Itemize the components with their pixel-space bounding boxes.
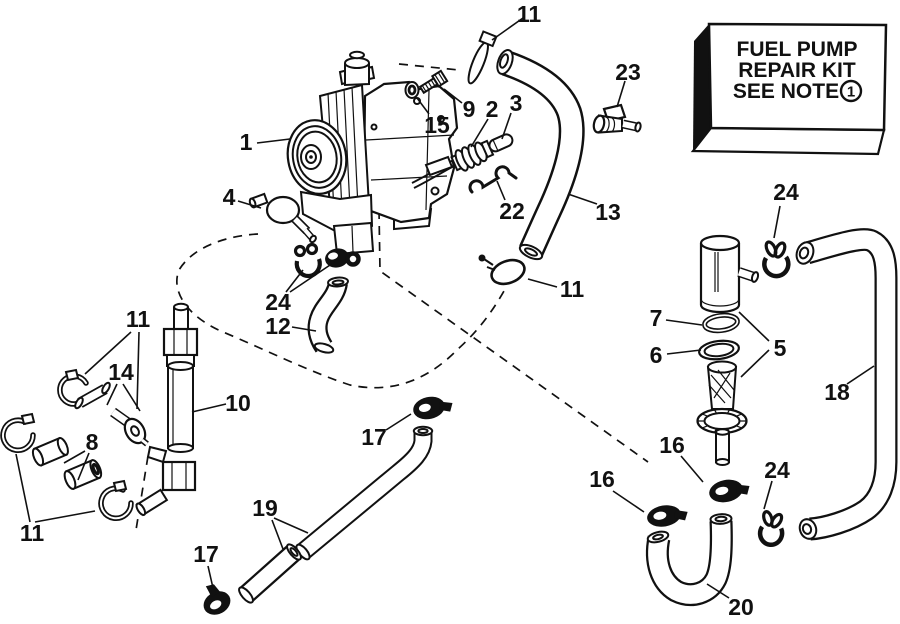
wire-clamp-11-mid <box>478 254 526 286</box>
spring-clamp-24-bottom <box>757 510 785 547</box>
pin-14-a <box>74 381 111 410</box>
part-callouts: 11 23 9 15 2 3 1 22 13 4 24 12 11 11 14 … <box>20 1 850 620</box>
part-label-24-bottom: 24 <box>764 457 790 483</box>
part-label-8: 8 <box>86 429 99 455</box>
spring-clamp-24-a <box>293 242 322 279</box>
screw-9 <box>418 69 449 95</box>
bushing-8-a <box>31 436 69 467</box>
hose-clamp-16-left <box>647 505 688 527</box>
part-label-24-left: 24 <box>265 289 291 315</box>
part-label-7: 7 <box>650 305 663 331</box>
note-box-line3: SEE NOTE <box>733 80 839 103</box>
spring-clamp-24-top-right <box>762 240 791 279</box>
hose-20 <box>645 513 733 606</box>
part-label-15: 15 <box>424 112 450 138</box>
part-label-24-top-right: 24 <box>773 179 799 205</box>
washer-15 <box>404 81 420 99</box>
part-label-14: 14 <box>108 359 134 385</box>
part-label-10: 10 <box>225 390 251 416</box>
retainer-ring-11-b <box>0 412 36 453</box>
part-label-11-bottom-left: 11 <box>20 520 45 546</box>
spring-clamp-24-b <box>325 248 361 268</box>
fuel-sensor-2-3 <box>450 133 514 172</box>
hose-12 <box>307 276 349 354</box>
part-label-17-bottom-left: 17 <box>193 541 219 567</box>
part-label-1: 1 <box>240 129 253 155</box>
retainer-ring-11-c <box>98 479 134 521</box>
bushing-8-b <box>63 459 103 491</box>
part-label-9: 9 <box>463 96 476 122</box>
part-label-3: 3 <box>510 90 523 116</box>
part-label-17-mid: 17 <box>361 424 387 450</box>
filter-assembly-5 <box>696 234 760 466</box>
part-label-22: 22 <box>499 198 525 224</box>
part-label-12: 12 <box>265 313 291 339</box>
hose-19-long <box>295 425 434 561</box>
hose-13 <box>496 49 585 261</box>
assembly-dashed-lines <box>135 63 649 531</box>
part-label-11-left: 11 <box>126 306 151 332</box>
part-label-11-mid: 11 <box>560 276 585 302</box>
hose-clamp-17-mid <box>413 396 453 420</box>
part-label-16-right: 16 <box>659 432 685 458</box>
fuel-filter-10 <box>135 302 199 517</box>
cable-tie-11 <box>467 30 498 85</box>
note-box-line1: FUEL PUMP <box>737 38 858 61</box>
fitting-23 <box>592 103 642 134</box>
note-box-number: 1 <box>847 84 855 101</box>
repair-kit-note-box: FUEL PUMP REPAIR KIT SEE NOTE 1 <box>690 22 888 156</box>
note-box-line2: REPAIR KIT <box>738 59 856 82</box>
part-label-19: 19 <box>252 495 278 521</box>
part-label-13: 13 <box>595 199 621 225</box>
pump-end-cap <box>286 119 348 195</box>
gasket-ring-6 <box>698 339 740 361</box>
part-label-5: 5 <box>774 335 787 361</box>
fuel-pump-assembly <box>286 50 460 256</box>
part-label-18: 18 <box>824 379 850 405</box>
wire-clip-22 <box>468 165 518 194</box>
leader-lines <box>15 17 875 599</box>
o-ring-7 <box>702 312 740 334</box>
part-label-16-left: 16 <box>589 466 615 492</box>
part-label-23: 23 <box>615 59 641 85</box>
note-number-circle-icon <box>839 79 863 103</box>
pin-14-b <box>110 407 149 447</box>
hose-18 <box>795 228 898 541</box>
part-label-4: 4 <box>223 184 236 210</box>
part-label-11-top: 11 <box>517 1 542 27</box>
hose-19-short <box>238 543 302 604</box>
part-label-6: 6 <box>650 342 663 368</box>
part-label-2: 2 <box>486 96 499 122</box>
hose-clamp-16-right <box>709 479 750 503</box>
part-label-20: 20 <box>728 594 754 620</box>
filter-element <box>696 360 748 466</box>
pump-inlet-fitting <box>344 50 370 87</box>
hose-clamp-17-bottom-left <box>203 584 231 615</box>
